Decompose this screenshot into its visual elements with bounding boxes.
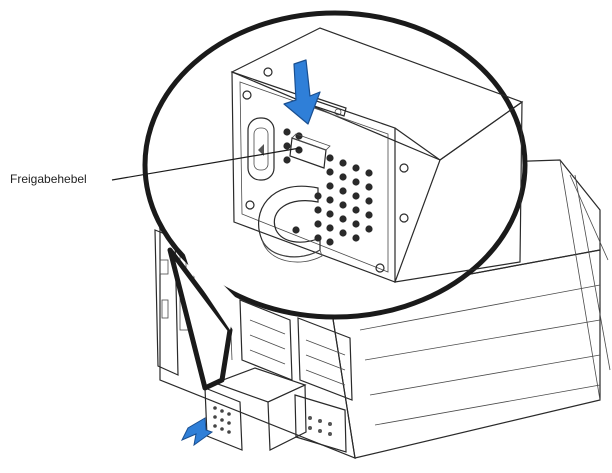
push-down-arrow-icon [283,59,321,125]
psu-handle [258,185,323,263]
drive-bays [239,299,353,401]
callout-leader-line [111,147,301,181]
power-connector [247,117,275,181]
installed-power-supply [294,394,347,453]
enlarged-power-supply [230,27,524,283]
screws [242,67,409,273]
callout-label-release-lever: Freigabehebel [10,172,87,186]
pull-out-arrow-icon [180,417,214,447]
vent-holes [283,128,373,246]
removed-power-supply [204,367,307,451]
